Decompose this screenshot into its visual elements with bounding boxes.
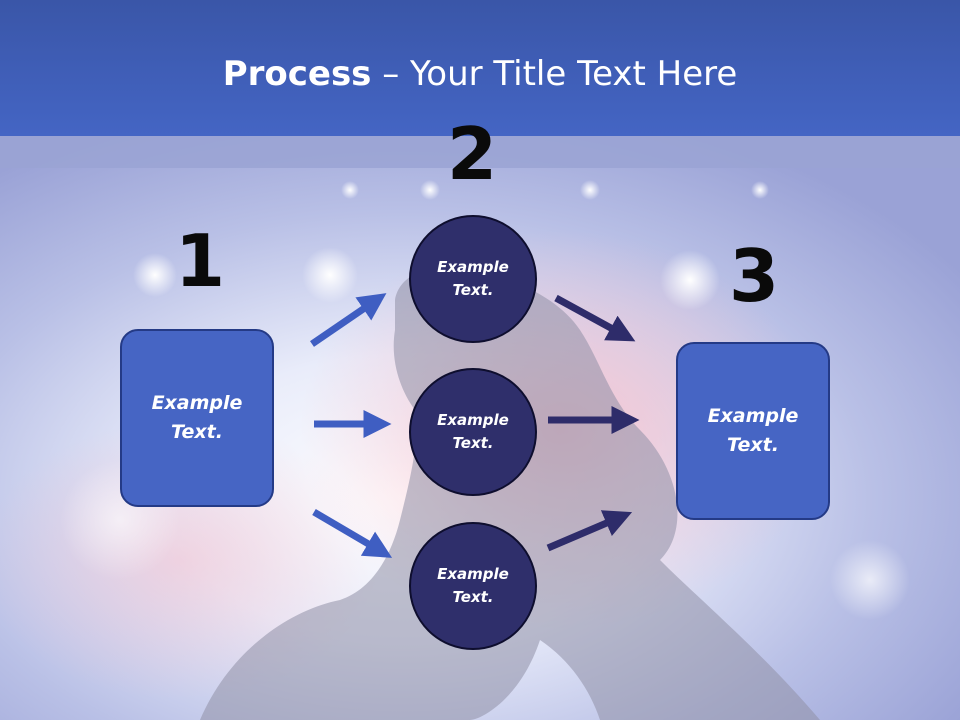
arrow-top-to-3 [554,294,636,342]
step-number-3: 3 [728,234,780,318]
circle-middle-text: Example Text. [437,411,509,452]
arrow-1-to-top [310,293,387,347]
circle-middle: Example Text. [409,368,537,496]
box-step-1-text: Example Text. [151,392,243,443]
circle-bottom-text: Example Text. [437,565,509,606]
circle-bottom: Example Text. [409,522,537,650]
box-step-3: Example Text. [676,342,830,520]
circle-top: Example Text. [409,215,537,343]
arrow-1-to-bottom [312,508,393,558]
header-bar [0,0,960,136]
box-step-1: Example Text. [120,329,274,507]
step-number-2: 2 [446,112,498,196]
arrow-bottom-to-3 [546,510,633,552]
step-number-1: 1 [174,219,226,303]
slide-title: Process – Your Title Text Here [0,52,960,96]
circle-top-text: Example Text. [437,258,509,299]
arrows [310,293,640,558]
box-step-3-text: Example Text. [707,405,799,456]
title-rest: – Your Title Text Here [371,54,738,94]
performer-silhouette [200,266,820,720]
light-spots [60,180,910,620]
title-bold: Process [222,54,372,94]
